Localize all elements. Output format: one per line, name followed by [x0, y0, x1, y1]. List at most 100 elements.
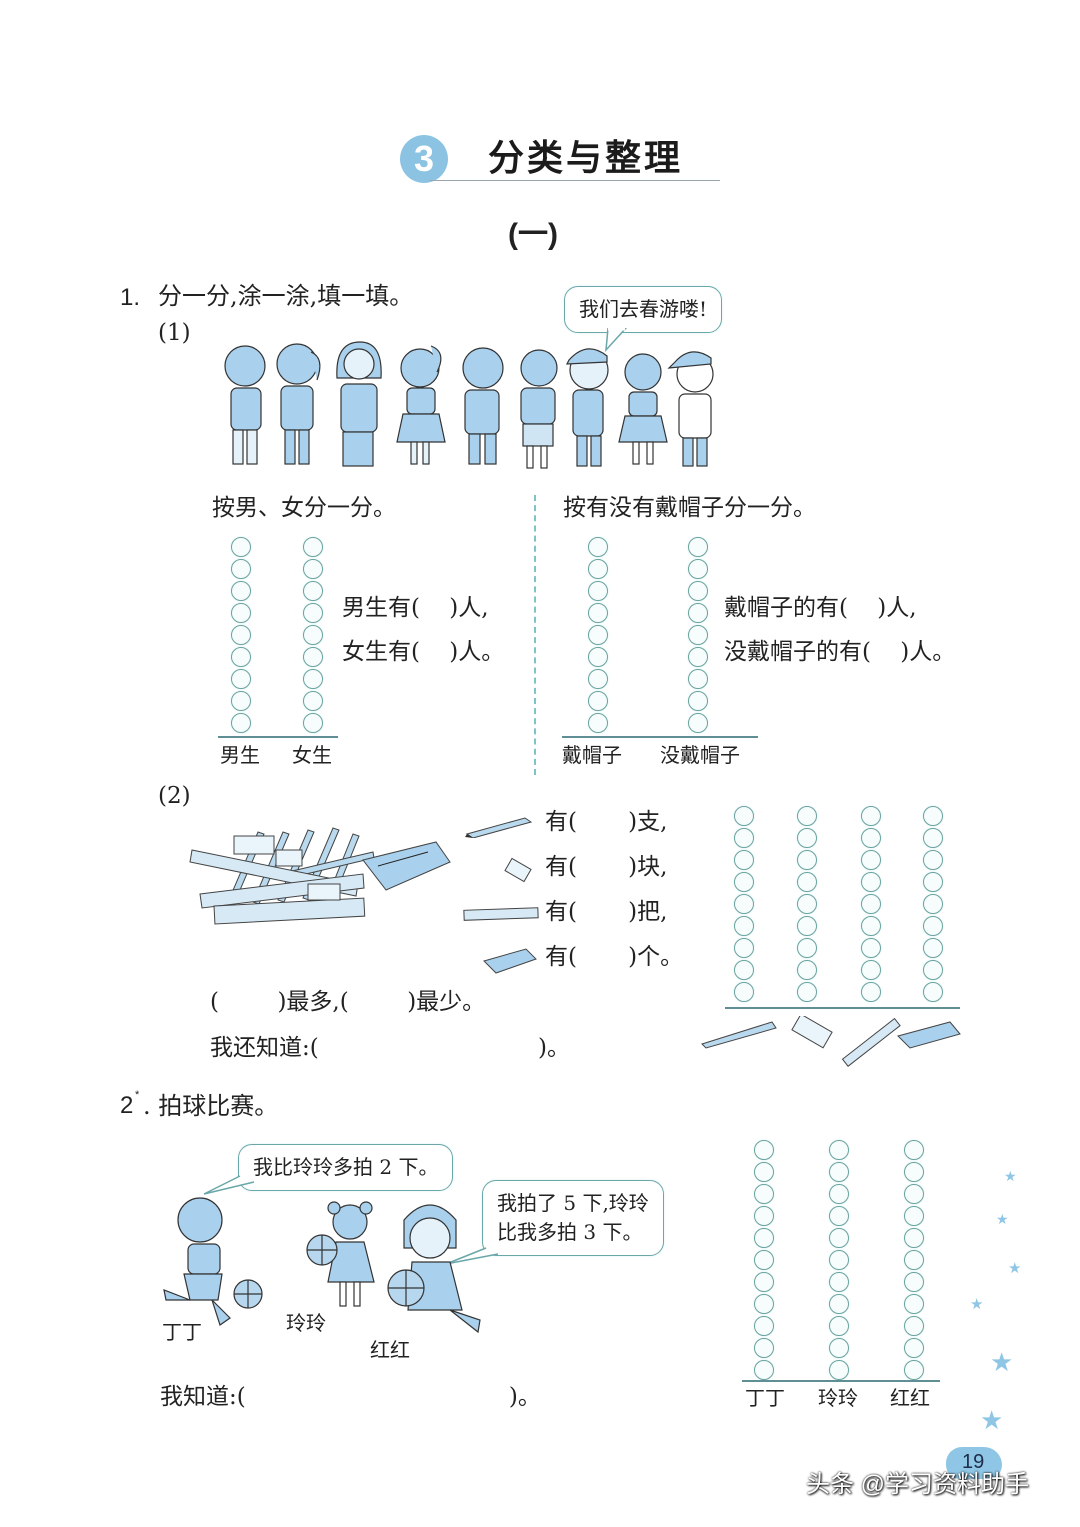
tally-circle[interactable]	[861, 894, 881, 914]
with-hat-count-fill[interactable]: 戴帽子的有( )人,	[724, 595, 917, 621]
tally-circle[interactable]	[231, 603, 251, 623]
tally-circle[interactable]	[688, 625, 708, 645]
tally-circle[interactable]	[688, 603, 708, 623]
tally-circle[interactable]	[797, 960, 817, 980]
tally-circle[interactable]	[923, 806, 943, 826]
tally-circle[interactable]	[797, 872, 817, 892]
tally-circle[interactable]	[734, 938, 754, 958]
tally-circle[interactable]	[923, 828, 943, 848]
tally-circle[interactable]	[829, 1338, 849, 1358]
without-hat-count-fill[interactable]: 没戴帽子的有( )人。	[724, 639, 956, 665]
tally-circle[interactable]	[231, 581, 251, 601]
tally-circle[interactable]	[754, 1272, 774, 1292]
tally-circle[interactable]	[829, 1206, 849, 1226]
tally-circle[interactable]	[861, 938, 881, 958]
girls-count-fill[interactable]: 女生有( )人。	[342, 639, 505, 665]
tally-circle[interactable]	[754, 1338, 774, 1358]
tally-circle[interactable]	[829, 1272, 849, 1292]
tally-circle[interactable]	[231, 647, 251, 667]
tally-circle[interactable]	[734, 828, 754, 848]
tally-circle[interactable]	[861, 960, 881, 980]
tally-circle[interactable]	[829, 1228, 849, 1248]
most-least-fill[interactable]: ( )最多,( )最少。	[210, 989, 486, 1015]
tally-circle[interactable]	[797, 938, 817, 958]
tally-circle[interactable]	[231, 669, 251, 689]
tally-circle[interactable]	[688, 669, 708, 689]
tally-circle[interactable]	[861, 872, 881, 892]
tally-circle[interactable]	[861, 850, 881, 870]
tally-circle[interactable]	[829, 1184, 849, 1204]
tally-circle[interactable]	[861, 828, 881, 848]
tally-circle[interactable]	[797, 850, 817, 870]
ruler-count-fill[interactable]: 有( )把,	[545, 899, 668, 925]
tally-circle[interactable]	[904, 1184, 924, 1204]
tally-circle[interactable]	[923, 916, 943, 936]
tally-circle[interactable]	[904, 1272, 924, 1292]
tally-circle[interactable]	[588, 537, 608, 557]
tally-circle[interactable]	[904, 1250, 924, 1270]
tally-circle[interactable]	[688, 647, 708, 667]
tally-circle[interactable]	[754, 1294, 774, 1314]
tally-circle[interactable]	[829, 1140, 849, 1160]
tally-circle[interactable]	[231, 713, 251, 733]
tally-circle[interactable]	[588, 691, 608, 711]
pencil-count-fill[interactable]: 有( )支,	[545, 809, 668, 835]
tally-circle[interactable]	[303, 559, 323, 579]
tally-circle[interactable]	[303, 537, 323, 557]
tally-circle[interactable]	[303, 647, 323, 667]
tally-circle[interactable]	[923, 894, 943, 914]
tally-circle[interactable]	[904, 1294, 924, 1314]
tally-circle[interactable]	[829, 1360, 849, 1380]
tally-circle[interactable]	[904, 1140, 924, 1160]
tally-circle[interactable]	[797, 982, 817, 1002]
tally-circle[interactable]	[904, 1206, 924, 1226]
tally-circle[interactable]	[904, 1360, 924, 1380]
tally-circle[interactable]	[754, 1162, 774, 1182]
tally-circle[interactable]	[688, 559, 708, 579]
eraser-count-fill[interactable]: 有( )块,	[545, 854, 668, 880]
tally-circle[interactable]	[588, 559, 608, 579]
tally-circle[interactable]	[734, 982, 754, 1002]
tally-circle[interactable]	[797, 828, 817, 848]
tally-circle[interactable]	[904, 1338, 924, 1358]
tally-circle[interactable]	[829, 1316, 849, 1336]
tally-circle[interactable]	[754, 1316, 774, 1336]
tally-circle[interactable]	[904, 1316, 924, 1336]
tally-circle[interactable]	[923, 960, 943, 980]
tally-circle[interactable]	[588, 713, 608, 733]
tally-circle[interactable]	[303, 603, 323, 623]
tally-circle[interactable]	[588, 625, 608, 645]
tally-circle[interactable]	[829, 1162, 849, 1182]
tally-circle[interactable]	[688, 713, 708, 733]
tally-circle[interactable]	[231, 691, 251, 711]
tally-circle[interactable]	[797, 894, 817, 914]
tally-circle[interactable]	[829, 1250, 849, 1270]
tally-circle[interactable]	[588, 669, 608, 689]
tally-circle[interactable]	[734, 872, 754, 892]
tally-circle[interactable]	[797, 806, 817, 826]
tally-circle[interactable]	[923, 982, 943, 1002]
tally-circle[interactable]	[754, 1228, 774, 1248]
tally-circle[interactable]	[829, 1294, 849, 1314]
tally-circle[interactable]	[923, 850, 943, 870]
tally-circle[interactable]	[734, 916, 754, 936]
tally-circle[interactable]	[588, 581, 608, 601]
i-know-fill[interactable]: 我知道:( )。	[160, 1384, 541, 1410]
tally-circle[interactable]	[303, 691, 323, 711]
tally-circle[interactable]	[588, 603, 608, 623]
tally-circle[interactable]	[904, 1162, 924, 1182]
tally-circle[interactable]	[923, 872, 943, 892]
tally-circle[interactable]	[734, 960, 754, 980]
tally-circle[interactable]	[688, 691, 708, 711]
tally-circle[interactable]	[231, 625, 251, 645]
tally-circle[interactable]	[734, 894, 754, 914]
also-know-fill[interactable]: 我还知道:( )。	[210, 1035, 571, 1061]
boys-count-fill[interactable]: 男生有( )人,	[342, 595, 489, 621]
tally-circle[interactable]	[754, 1360, 774, 1380]
tally-circle[interactable]	[754, 1250, 774, 1270]
tally-circle[interactable]	[734, 806, 754, 826]
tally-circle[interactable]	[688, 581, 708, 601]
tally-circle[interactable]	[754, 1184, 774, 1204]
tally-circle[interactable]	[734, 850, 754, 870]
tally-circle[interactable]	[303, 581, 323, 601]
